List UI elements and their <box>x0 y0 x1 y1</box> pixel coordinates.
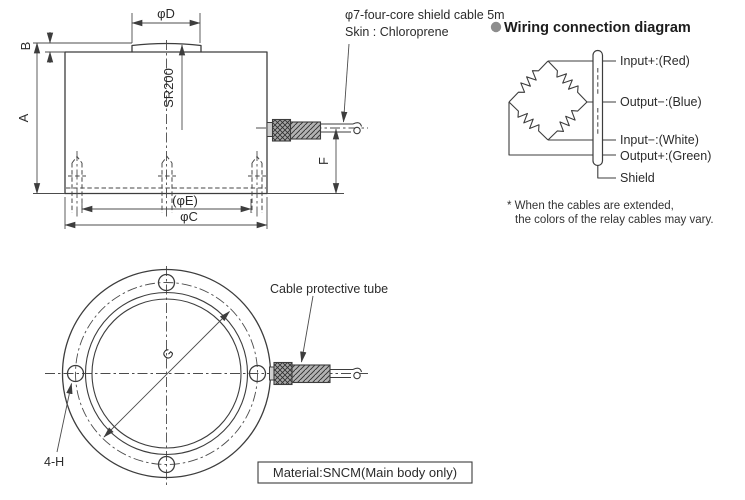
a-label: A <box>16 113 31 122</box>
sr200-label: SR200 <box>161 68 176 108</box>
cable-annotation-line2: Skin : Chloroprene <box>345 25 449 39</box>
bottom-view: G 4-H Cable protective tube Material:SNC… <box>44 266 473 486</box>
cable-annotation-line1: φ7-four-core shield cable 5m <box>345 8 505 22</box>
cable-end <box>353 126 361 135</box>
tapped-hole-left <box>68 151 86 217</box>
label-shield: Shield <box>620 171 655 185</box>
cable-annotation-leader <box>341 43 350 123</box>
wire-shield <box>597 165 616 179</box>
bridge-resistor <box>508 60 549 103</box>
wiring-connection-diagram: Wiring connection diagram Input+:(Red) O… <box>490 20 714 226</box>
f-label: F <box>316 157 331 165</box>
label-output-plus: Output+:(Green) <box>620 149 711 163</box>
b-label: B <box>18 42 33 51</box>
wiring-note-line2: the colors of the relay cables may vary. <box>515 214 714 226</box>
bolt-holes-label: 4-H <box>44 455 64 469</box>
inner-circle-2 <box>91 298 242 449</box>
label-output-minus: Output−:(Blue) <box>620 95 702 109</box>
g-label: G <box>159 345 177 363</box>
g-dimension-line <box>103 311 230 438</box>
phi-d-label: φD <box>157 6 175 21</box>
material-label: Material:SNCM(Main body only) <box>273 465 457 480</box>
bolt-hole-top <box>157 273 176 292</box>
side-view: φD A B SR200 <box>16 6 505 229</box>
tube-label: Cable protective tube <box>270 282 388 296</box>
wiring-diagram-title: Wiring connection diagram <box>504 20 691 36</box>
tapped-hole-right <box>248 151 266 217</box>
wiring-note-line1: * When the cables are extended, <box>507 200 674 212</box>
label-input-plus: Input+:(Red) <box>620 54 690 68</box>
cable-end <box>353 371 361 380</box>
bolt-circle <box>75 282 258 465</box>
bridge-resistor <box>508 101 549 141</box>
wheatstone-bridge <box>508 60 588 141</box>
tapped-hole-center <box>158 155 176 213</box>
bolt-hole-right <box>248 364 267 383</box>
phi-c-label: φC <box>180 209 198 224</box>
phi-e-label: (φE) <box>172 193 198 208</box>
cable-connector-bottom <box>269 361 363 386</box>
bridge-resistor <box>547 60 588 103</box>
bridge-resistor <box>547 101 588 141</box>
label-input-minus: Input−:(White) <box>620 133 699 147</box>
wire-output-plus <box>508 102 616 156</box>
bolt-hole-left <box>66 364 85 383</box>
material-box <box>257 461 473 484</box>
bolt-holes-leader <box>56 382 73 453</box>
inner-circle-1 <box>84 291 249 456</box>
tube-leader <box>300 295 314 363</box>
cable-connector-side <box>256 118 368 142</box>
bolt-hole-bottom <box>157 455 176 474</box>
bullet-icon <box>490 21 502 33</box>
